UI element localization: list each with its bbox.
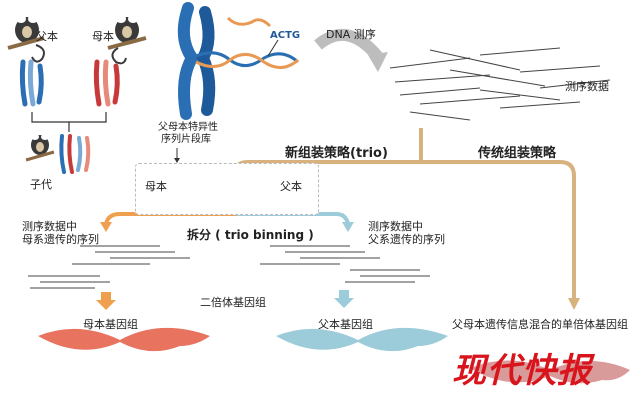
sequencing-arrow xyxy=(314,29,383,61)
mother-chromosomes xyxy=(93,59,120,107)
library-father-label: 父本 xyxy=(280,180,302,193)
diploid-genome-label: 二倍体基因组 xyxy=(200,296,266,309)
offspring-chromosomes xyxy=(59,134,91,174)
trio-binning-label: 拆分 ( trio binning ) xyxy=(187,228,314,242)
paternal-reads xyxy=(260,245,430,283)
new-strategy-label: 新组装策略(trio) xyxy=(285,146,388,161)
maternal-branch-arrow xyxy=(104,212,236,225)
paternal-branch-arrow xyxy=(236,212,350,225)
library-mother-label: 母本 xyxy=(145,180,167,193)
paternal-reads-line1: 测序数据中 xyxy=(368,220,423,233)
offspring-monkey-icon xyxy=(25,134,55,162)
maternal-down-arrow xyxy=(96,292,116,310)
maternal-reads xyxy=(28,245,190,289)
father-label: 父本 xyxy=(36,30,58,43)
dna-sequencing-label: DNA 测序 xyxy=(326,28,376,41)
offspring-label: 子代 xyxy=(30,178,52,191)
library-pointer-head xyxy=(174,158,180,163)
sequencing-reads xyxy=(389,47,611,121)
father-monkey-icon xyxy=(7,15,45,63)
parent-library-line2: 序列片段库 xyxy=(161,134,211,145)
mother-monkey-icon xyxy=(107,15,147,65)
paternal-branch-arrowhead xyxy=(342,222,354,232)
paternal-genome-shape xyxy=(276,327,448,352)
maternal-branch-arrowhead xyxy=(100,222,112,232)
parent-library-box xyxy=(135,163,319,215)
mixed-genome-shape xyxy=(470,360,630,384)
maternal-genome-shape xyxy=(38,327,210,352)
sequencing-arrowhead xyxy=(368,52,388,72)
traditional-strategy-label: 传统组装策略 xyxy=(478,146,557,161)
parent-library-line1: 父母本特异性 xyxy=(158,122,218,133)
dna-letters: ACTG xyxy=(270,30,301,41)
sequencing-data-label: 测序数据 xyxy=(565,80,609,93)
maternal-reads-line1: 测序数据中 xyxy=(22,220,77,233)
maternal-genome-label: 母本基因组 xyxy=(83,318,138,331)
paternal-reads-line2: 父系遗传的序列 xyxy=(368,233,445,246)
mixed-genome-label: 父母本遗传信息混合的单倍体基因组 xyxy=(452,318,628,331)
paternal-genome-label: 父本基因组 xyxy=(318,318,373,331)
pedigree-bracket xyxy=(31,112,107,132)
watermark-logo: 现代快报 xyxy=(452,351,592,391)
father-chromosomes xyxy=(19,59,44,107)
chromosome-dna-illustration xyxy=(177,2,299,120)
paternal-down-arrow xyxy=(334,290,354,308)
maternal-reads-line2: 母系遗传的序列 xyxy=(22,233,99,246)
mother-label: 母本 xyxy=(92,30,114,43)
